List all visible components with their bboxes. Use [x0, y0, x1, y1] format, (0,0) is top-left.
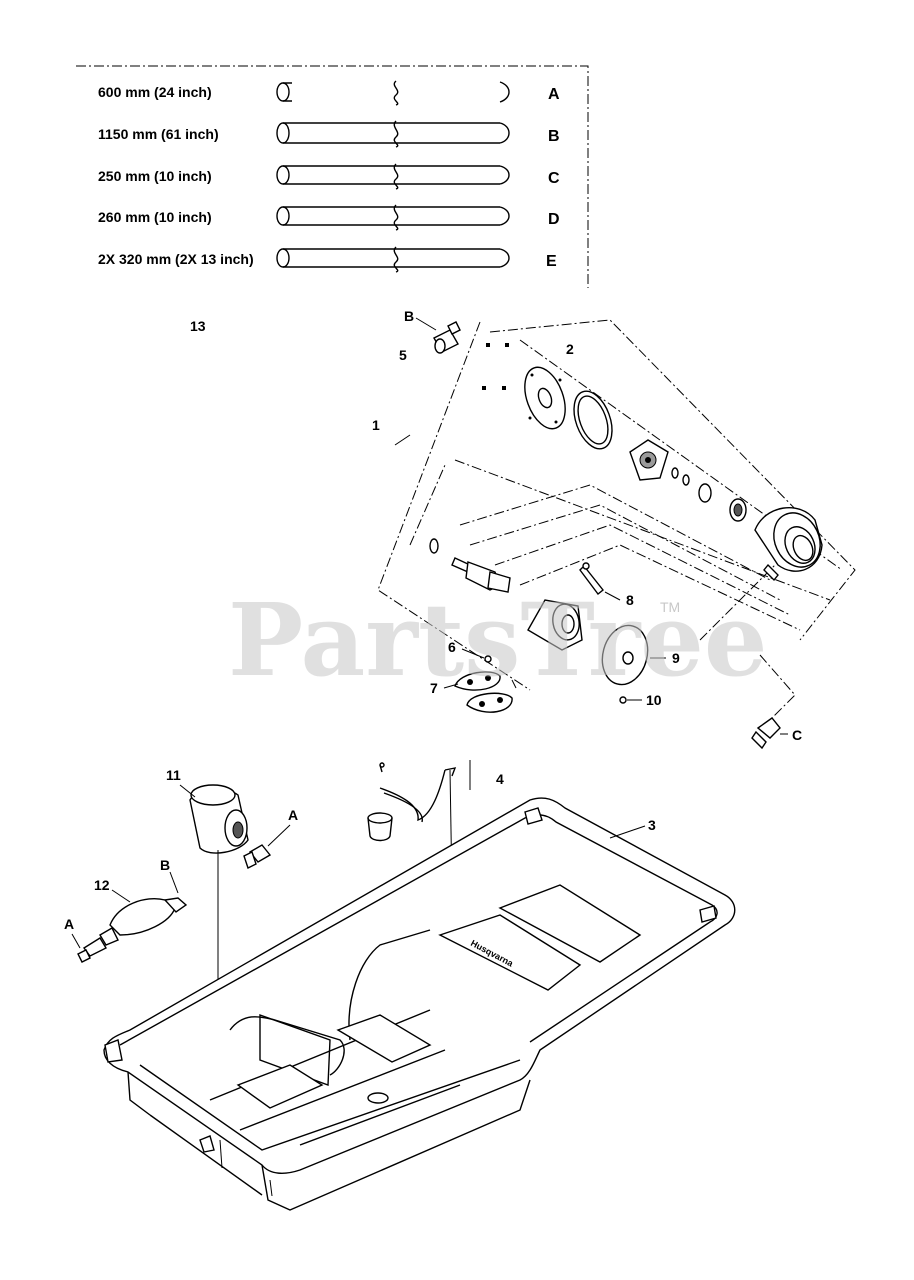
hose-row-e: 2X 320 mm (2X 13 inch) E [98, 246, 557, 273]
pump-shaft [429, 538, 511, 593]
hose-letter-a: A [548, 86, 560, 103]
screw-6 [484, 655, 492, 663]
pump-assembly: B 5 2 [372, 308, 856, 750]
hose-letter-d: D [548, 211, 560, 228]
callout-4: 4 [496, 771, 504, 787]
hose-length-e: 2X 320 mm (2X 13 inch) [98, 251, 254, 267]
callout-12: 12 [94, 877, 110, 893]
hose-table: 600 mm (24 inch) A 1150 mm (61 inch) B 2… [76, 65, 589, 288]
callout-3: 3 [648, 817, 656, 833]
watermark-tm: TM [660, 599, 680, 615]
callout-9: 9 [672, 650, 680, 666]
hose-letter-e: E [546, 253, 557, 270]
watermark: PartsTree TM [228, 581, 768, 699]
pump-outlet-letter-c: C [792, 727, 802, 743]
small-plug [619, 696, 627, 704]
mounting-feet [454, 671, 517, 713]
pump-inlet-letter-b: B [404, 308, 414, 324]
bulb-letter-a: A [64, 916, 74, 932]
hose-row-a: 600 mm (24 inch) A [98, 80, 560, 106]
filter [189, 784, 272, 1130]
callout-13: 13 [190, 318, 206, 334]
outlet-fitting [751, 717, 781, 750]
gasket [573, 390, 613, 450]
impeller [629, 439, 669, 481]
hose-row-d: 260 mm (10 inch) D [98, 204, 560, 231]
hose-row-b: 1150 mm (61 inch) B [98, 120, 560, 148]
motor-cap [601, 624, 649, 686]
callout-6: 6 [448, 639, 456, 655]
pump-cover [524, 366, 566, 430]
hose-length-b: 1150 mm (61 inch) [98, 126, 219, 142]
callout-11: 11 [166, 767, 181, 783]
motor-housing [754, 506, 823, 582]
hose-row-c: 250 mm (10 inch) C [98, 163, 560, 190]
watermark-text: PartsTree [228, 581, 768, 699]
hose-length-a: 600 mm (24 inch) [98, 84, 212, 100]
callout-7: 7 [430, 680, 438, 696]
callout-8: 8 [626, 592, 634, 608]
filter-letter-a: A [288, 807, 298, 823]
hose-letter-b: B [548, 128, 560, 145]
motor-mount [527, 599, 583, 651]
priming-bulb [77, 897, 188, 963]
clip [579, 562, 604, 595]
screws [482, 343, 509, 390]
callout-10: 10 [646, 692, 662, 708]
callout-1: 1 [372, 417, 380, 433]
hose-letter-c: C [548, 170, 560, 187]
callout-2: 2 [566, 341, 574, 357]
hose-length-c: 250 mm (10 inch) [98, 168, 212, 184]
hose-length-d: 260 mm (10 inch) [98, 209, 212, 225]
callout-5: 5 [399, 347, 407, 363]
tray [103, 797, 736, 1211]
inlet-fitting [433, 321, 461, 354]
seals [671, 467, 747, 522]
bulb-letter-b: B [160, 857, 170, 873]
